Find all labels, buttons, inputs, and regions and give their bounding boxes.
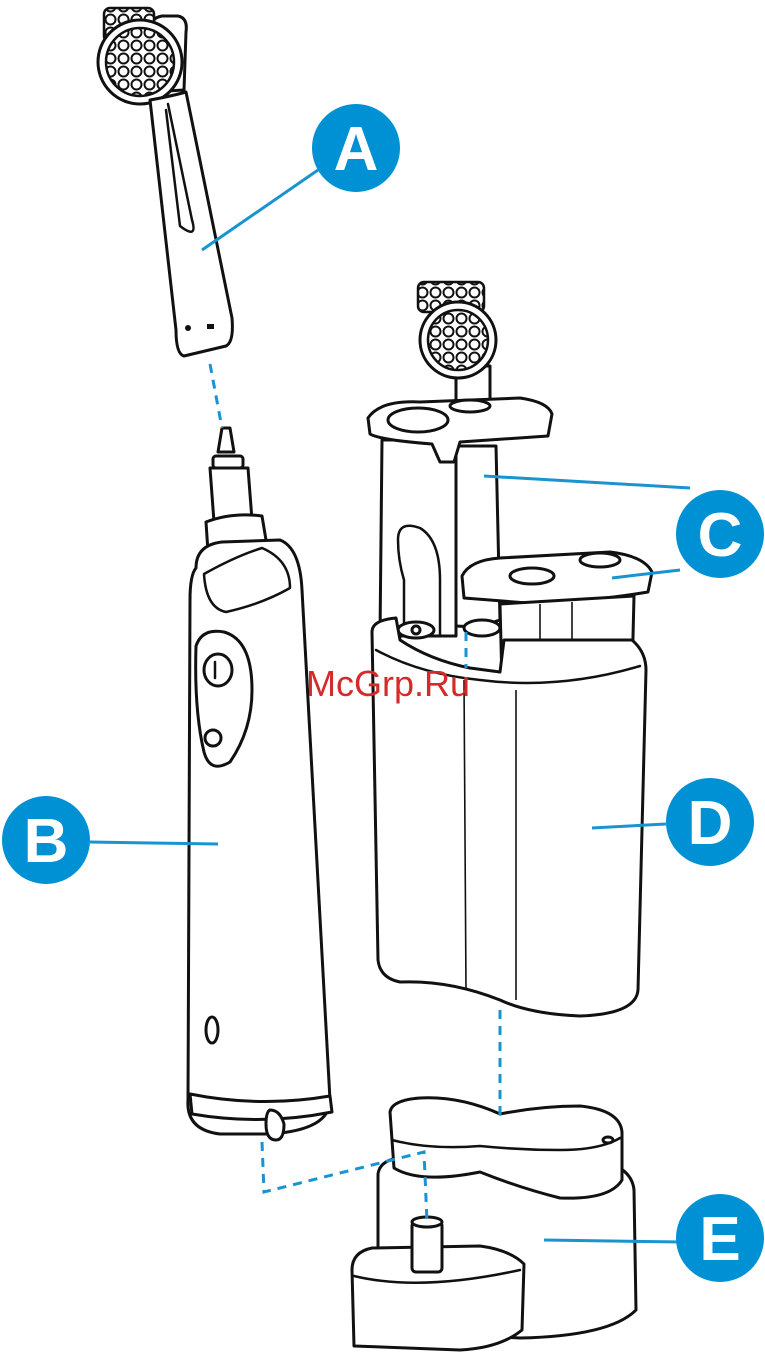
handle-b xyxy=(188,428,332,1140)
label-c: C xyxy=(676,490,764,578)
label-a-text: A xyxy=(334,115,379,184)
label-d-text: D xyxy=(688,789,733,858)
label-b-text: B xyxy=(24,807,69,876)
label-e-text: E xyxy=(699,1205,740,1274)
charger-base-e xyxy=(352,1098,636,1350)
brush-head-a xyxy=(98,8,232,356)
label-e: E xyxy=(676,1194,764,1282)
label-b: B xyxy=(2,796,90,884)
label-a: A xyxy=(312,104,400,192)
watermark-text: McGrp.Ru xyxy=(306,663,470,704)
label-d: D xyxy=(666,778,754,866)
label-c-text: C xyxy=(698,501,743,570)
